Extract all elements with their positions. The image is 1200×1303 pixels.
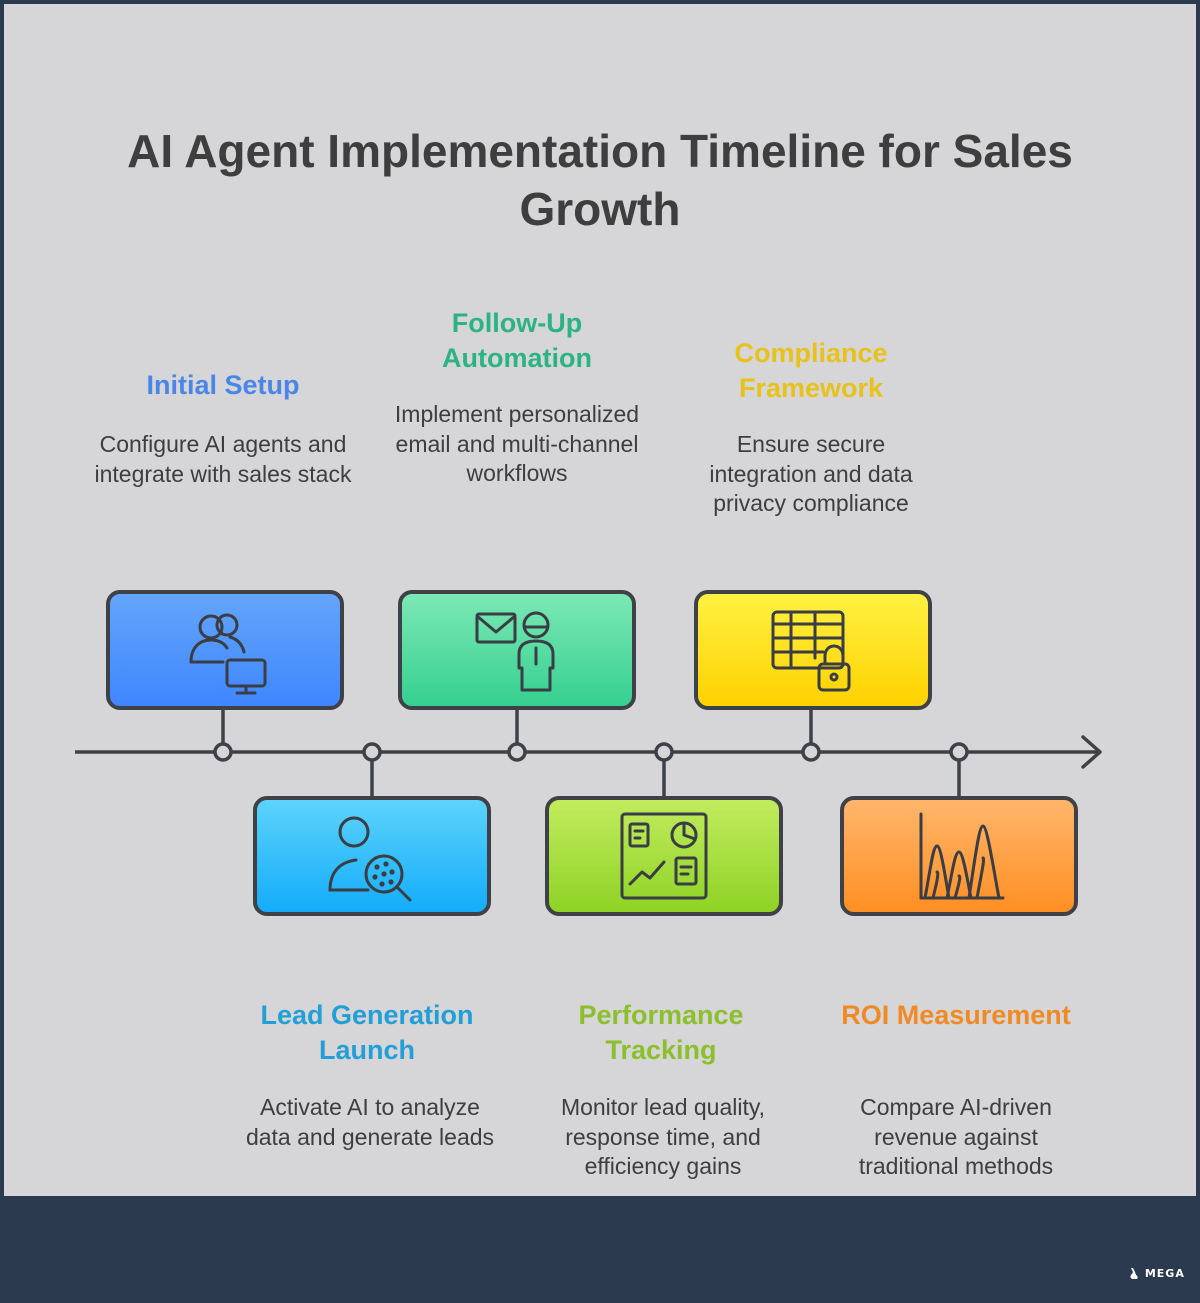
step-title-roi-measurement: ROI Measurement <box>841 1000 1071 1030</box>
page-title: AI Agent Implementation Timeline for Sal… <box>127 125 1073 235</box>
rabbit-logo-icon <box>1130 1268 1138 1279</box>
step-box-initial-setup <box>106 590 344 710</box>
brand-name: MEGA <box>1144 1267 1185 1280</box>
step-box-lead-generation-launch <box>253 796 491 916</box>
step-desc-roi-measurement: Compare AI-driven revenue against tradit… <box>858 1094 1054 1179</box>
step-box-compliance-framework <box>694 590 932 710</box>
step-title-performance-tracking: Performance Tracking <box>578 1000 744 1065</box>
timeline-node <box>507 742 527 762</box>
users-monitor-icon <box>189 613 267 695</box>
step-title-compliance-framework: Compliance Framework <box>734 338 888 403</box>
step-title-initial-setup: Initial Setup <box>146 370 300 400</box>
table-lock-icon <box>771 610 851 692</box>
step-box-roi-measurement <box>840 796 1078 916</box>
person-search-icon <box>328 816 412 902</box>
step-title-lead-generation-launch: Lead Generation Launch <box>260 1000 474 1065</box>
step-desc-performance-tracking: Monitor lead quality, response time, and… <box>560 1094 766 1179</box>
dashboard-icon <box>620 812 708 900</box>
step-desc-compliance-framework: Ensure secure integration and data priva… <box>709 431 913 516</box>
timeline-node <box>654 742 674 762</box>
peaks-chart-icon <box>919 812 1005 900</box>
arrow-head-icon <box>1081 735 1102 769</box>
brand-logo: MEGA <box>1128 1267 1185 1281</box>
timeline-node <box>949 742 969 762</box>
timeline-node <box>801 742 821 762</box>
step-box-follow-up-automation <box>398 590 636 710</box>
timeline-node <box>213 742 233 762</box>
timeline-node <box>362 742 382 762</box>
step-box-performance-tracking <box>545 796 783 916</box>
step-title-follow-up-automation: Follow-Up Automation <box>442 308 592 373</box>
step-desc-initial-setup: Configure AI agents and integrate with s… <box>94 431 352 487</box>
step-desc-follow-up-automation: Implement personalized email and multi-c… <box>394 401 640 486</box>
email-person-icon <box>475 611 555 692</box>
footer-bar <box>0 1196 1200 1303</box>
step-desc-lead-generation-launch: Activate AI to analyze data and generate… <box>245 1094 495 1150</box>
